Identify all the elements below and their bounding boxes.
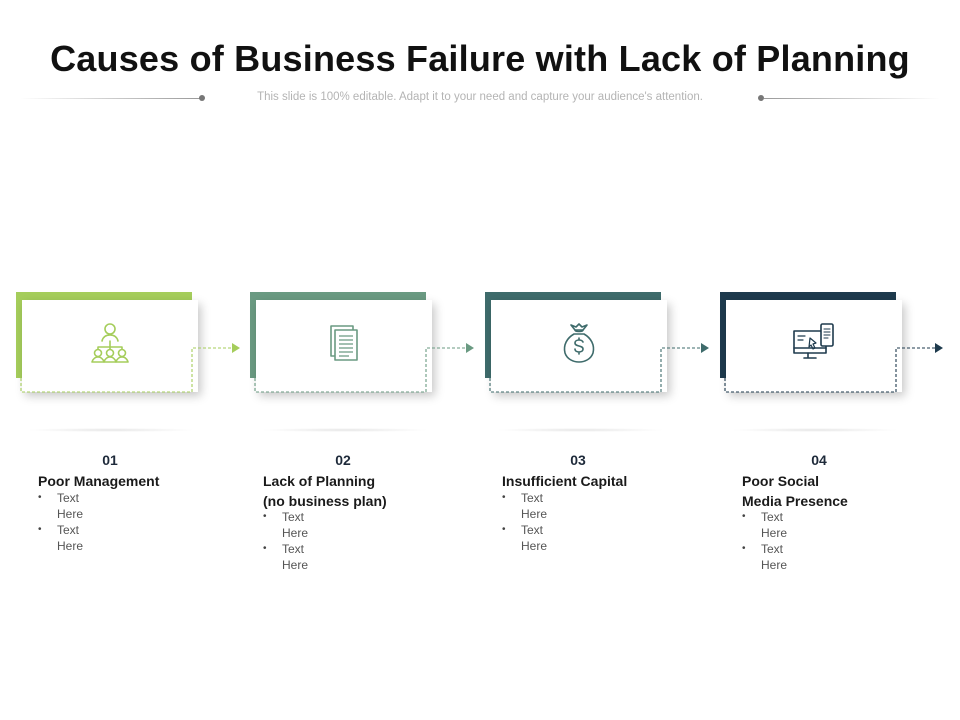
step-title: Poor Social Media Presence xyxy=(742,471,848,511)
bullet-item: Text Here xyxy=(742,509,787,541)
step-bullets: Text Here Text Here xyxy=(263,509,308,573)
subtitle-divider-left xyxy=(20,98,200,99)
subtitle-divider-right xyxy=(764,98,940,99)
step-title-line: Poor Social xyxy=(742,473,820,489)
step-title-line: (no business plan) xyxy=(263,493,387,509)
bullet-item: Text Here xyxy=(38,522,83,554)
step-title: Insufficient Capital xyxy=(502,471,627,491)
bullet-item: Text Here xyxy=(502,522,547,554)
subtitle-dot-left xyxy=(199,95,205,101)
bullet-item: Text Here xyxy=(38,490,83,522)
card-2-floor-shadow xyxy=(260,428,430,432)
card-3-floor-shadow xyxy=(495,428,665,432)
step-card-1 xyxy=(16,292,206,412)
step-bullets: Text Here Text Here xyxy=(502,490,547,554)
subtitle: This slide is 100% editable. Adapt it to… xyxy=(257,91,703,103)
step-number: 01 xyxy=(102,452,118,468)
computer-mobile-icon xyxy=(793,323,834,359)
step-card-4 xyxy=(720,292,910,412)
step-number: 04 xyxy=(811,452,827,468)
bullet-item: Text Here xyxy=(742,541,787,573)
bullet-item: Text Here xyxy=(263,509,308,541)
step-bullets: Text Here Text Here xyxy=(38,490,83,554)
bullet-item: Text Here xyxy=(502,490,547,522)
subtitle-row: This slide is 100% editable. Adapt it to… xyxy=(0,90,960,108)
step-title: Lack of Planning (no business plan) xyxy=(263,471,387,511)
step-title-line: Lack of Planning xyxy=(263,473,376,489)
bullet-item: Text Here xyxy=(263,541,308,573)
step-bullets: Text Here Text Here xyxy=(742,509,787,573)
step-title-line: Media Presence xyxy=(742,493,848,509)
step-number: 03 xyxy=(570,452,586,468)
team-hierarchy-icon xyxy=(91,323,129,363)
documents-icon xyxy=(330,325,358,361)
step-card-2 xyxy=(250,292,440,412)
subtitle-dot-right xyxy=(758,95,764,101)
card-4-floor-shadow xyxy=(730,428,900,432)
step-title-line: Insufficient Capital xyxy=(502,473,628,489)
step-card-3 xyxy=(485,292,675,412)
step-title: Poor Management xyxy=(38,471,159,491)
step-number: 02 xyxy=(335,452,351,468)
page-title: Causes of Business Failure with Lack of … xyxy=(50,38,910,79)
step-title-line: Poor Management xyxy=(38,473,160,489)
card-1-floor-shadow xyxy=(26,428,196,432)
money-bag-icon xyxy=(563,323,595,363)
